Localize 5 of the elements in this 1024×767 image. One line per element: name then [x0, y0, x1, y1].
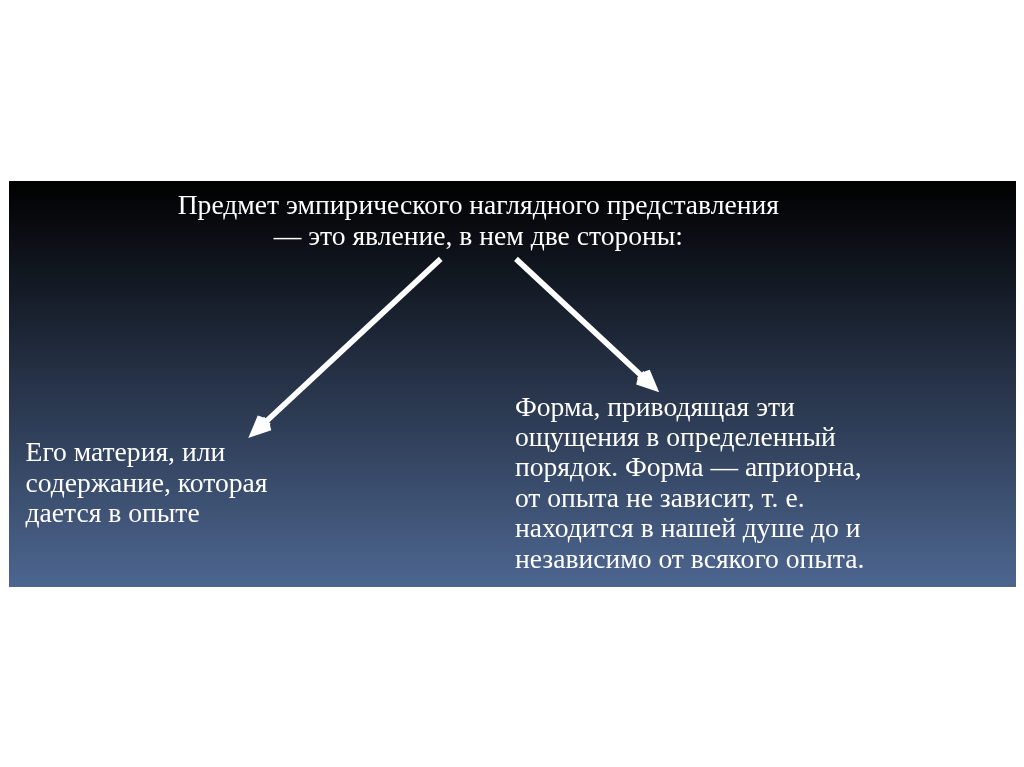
arrow [513, 256, 657, 390]
arrow [249, 256, 443, 436]
node-text: Предмет эмпирического наглядного представления — это явление, в нем две стороны: [177, 188, 779, 251]
node-text: Его материя, или содержание, которая дается в опыте [25, 435, 267, 528]
node-text: Форма, приводящая эти ощущения в определенный порядок. Форма — априорна, от опыта не зависит, т. е. находится в нашей душе до и независимо от всякого опыта. [514, 390, 864, 574]
